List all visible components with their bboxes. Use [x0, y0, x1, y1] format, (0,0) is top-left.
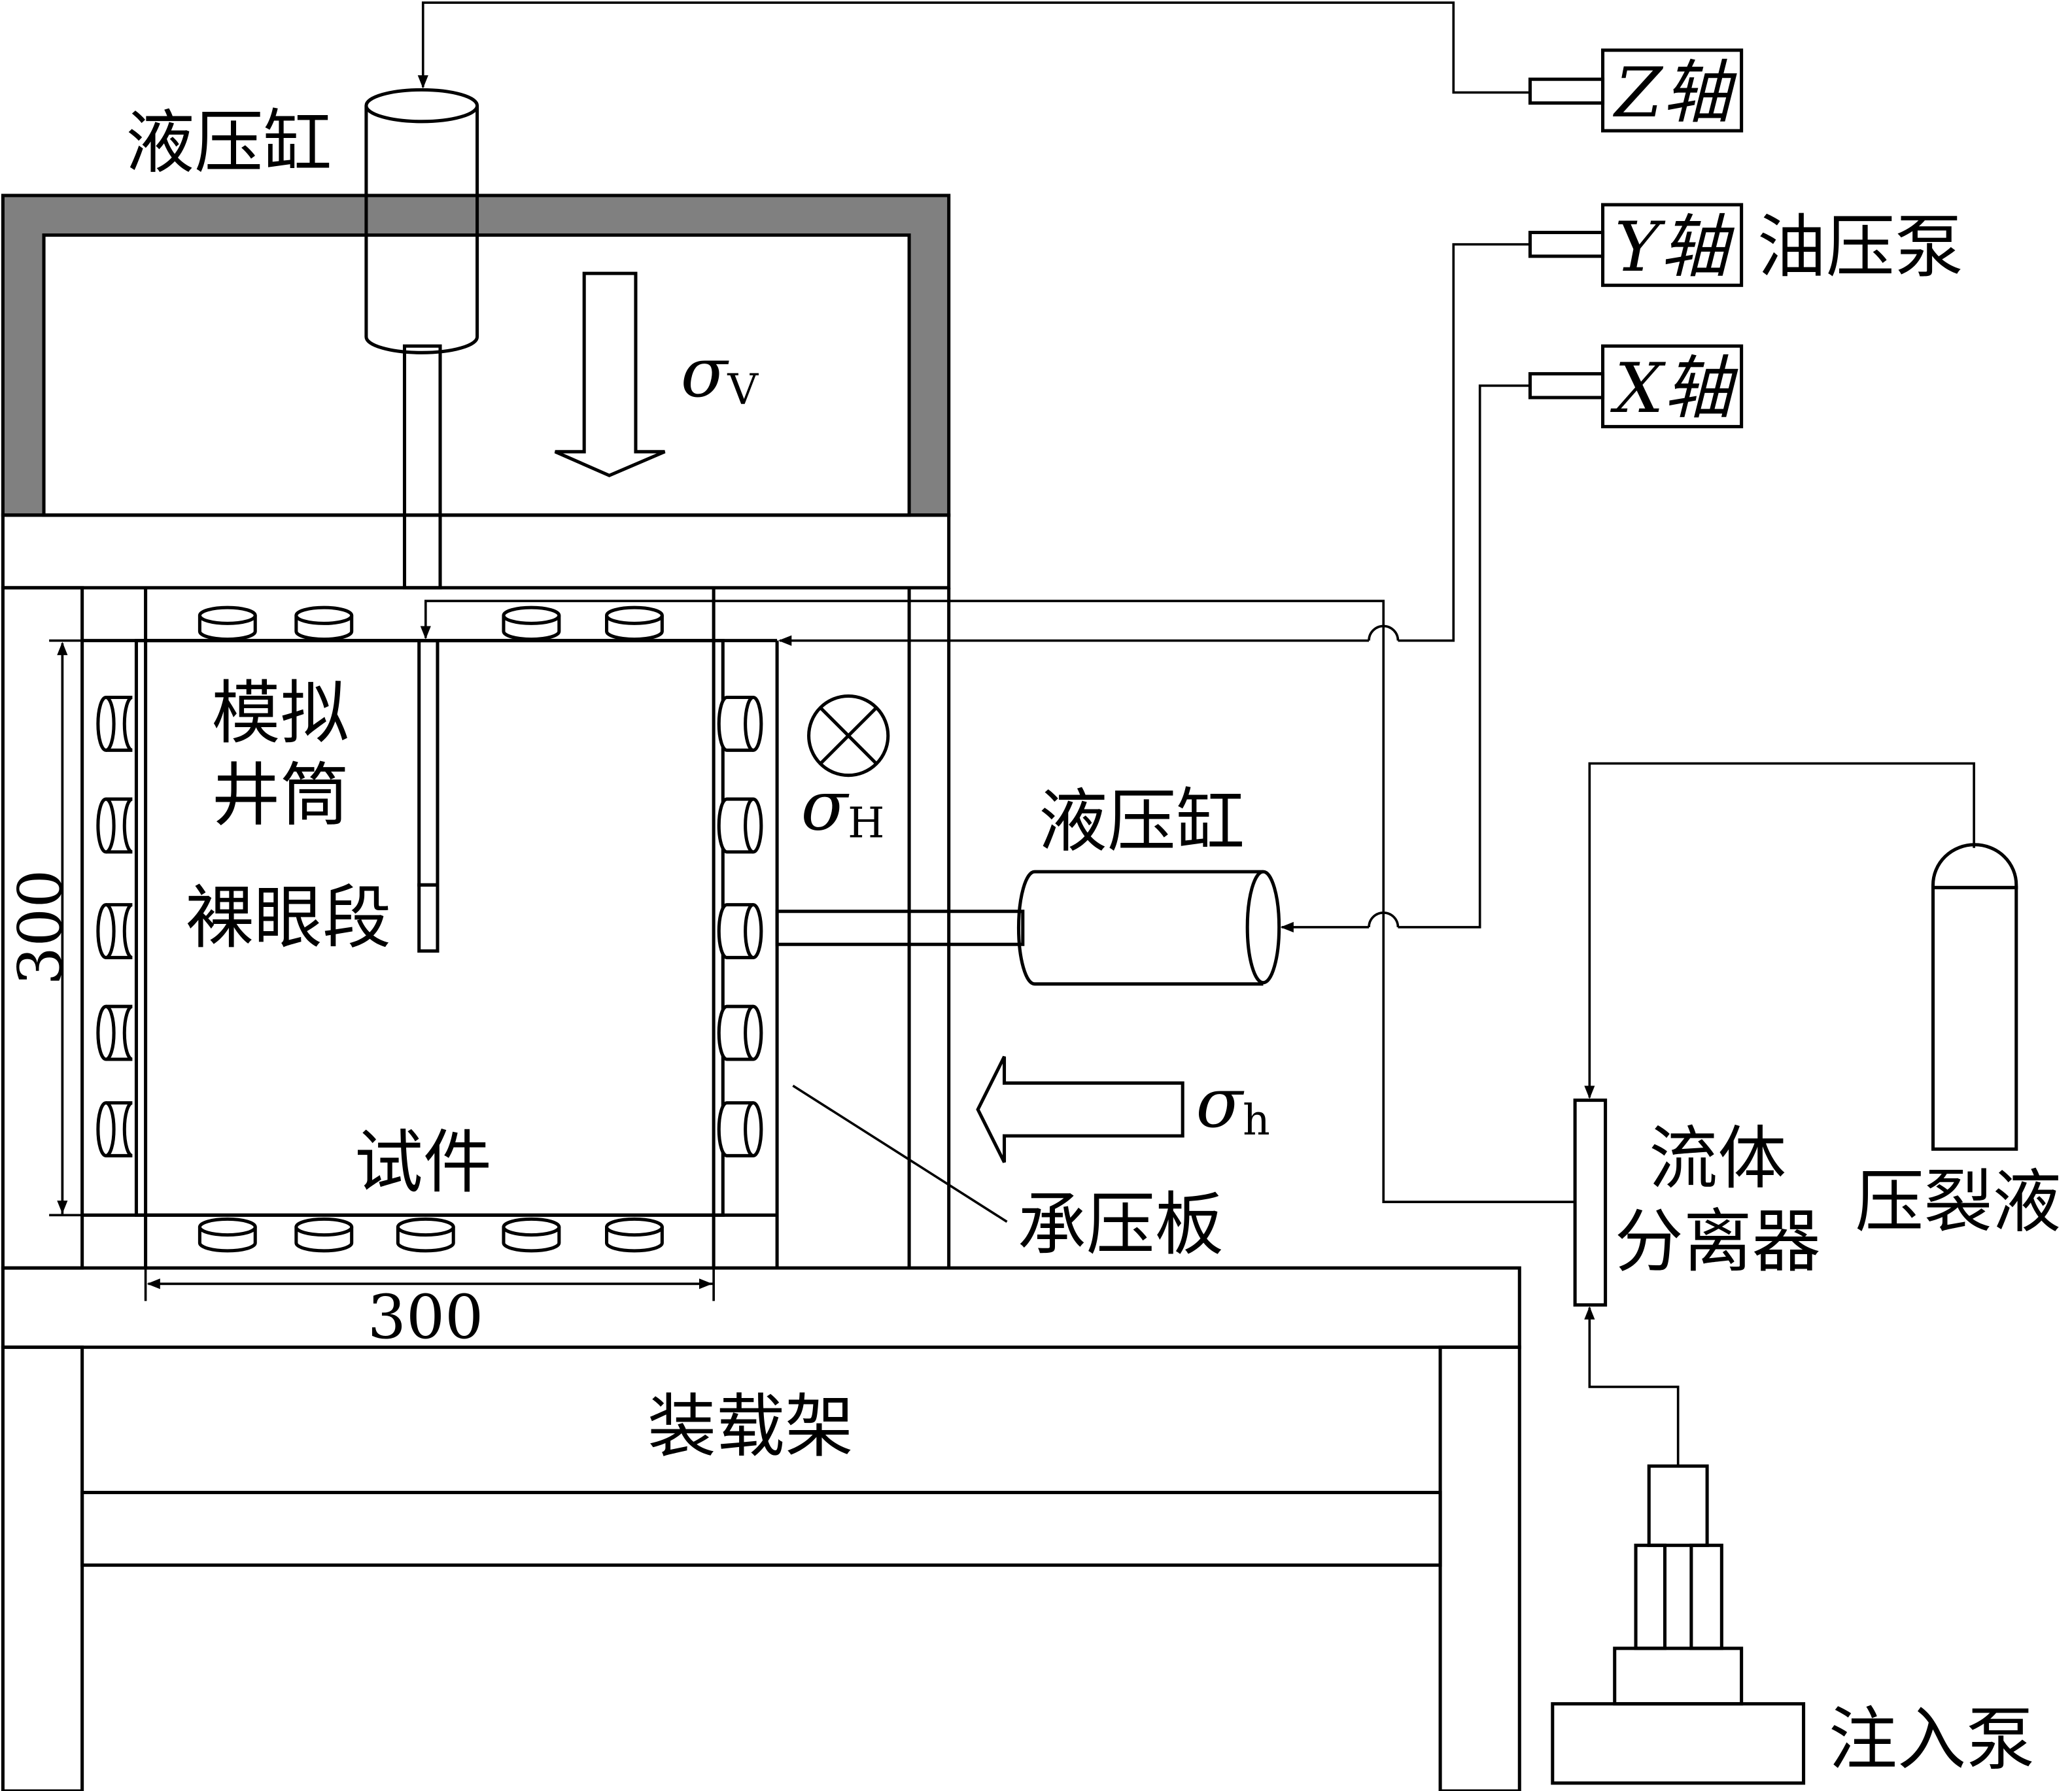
label-loading-frame: 装载架	[648, 1387, 854, 1467]
label-wellbore-1: 模拟	[212, 674, 349, 753]
injection-pump	[1551, 1464, 1806, 1785]
piston	[717, 1004, 753, 1061]
piston	[717, 695, 753, 752]
label-open-hole: 裸眼段	[185, 878, 391, 958]
label-oil-pump: 油压泵	[1757, 207, 1963, 287]
label-frac-fluid: 压裂液	[1855, 1162, 2061, 1242]
pipelines	[417, 1, 1975, 1467]
top-hydraulic-cylinder	[364, 88, 479, 590]
piston-face	[96, 1101, 116, 1157]
label-y-axis: Y轴	[1615, 207, 1735, 287]
piston-face	[744, 1004, 763, 1061]
label-z-axis: Z轴	[1613, 53, 1738, 133]
oil-pump-z	[1528, 48, 1744, 133]
piston-face	[744, 903, 763, 959]
piston-face	[294, 606, 354, 625]
fluid-separator	[1573, 1099, 1608, 1307]
piston-face	[502, 606, 561, 625]
wellbore	[417, 639, 440, 887]
label-side-cylinder: 液压缸	[1039, 782, 1245, 862]
sigma-H-into-page-icon	[807, 694, 890, 777]
piston-face	[396, 1217, 455, 1237]
piston-face	[96, 903, 116, 959]
piston-face	[605, 1217, 664, 1237]
piston-face	[198, 1217, 257, 1237]
label-injection-pump: 注入泵	[1829, 1700, 2035, 1780]
piston-face	[744, 695, 763, 752]
piston-face	[294, 1217, 354, 1237]
dim-height-value: 300	[5, 870, 75, 985]
dimension-lines	[49, 639, 715, 1301]
piston-face	[198, 606, 257, 625]
label-sigma-v: σV	[681, 333, 759, 415]
label-top-cylinder: 液压缸	[126, 103, 332, 183]
label-sigma-h: σh	[1196, 1063, 1269, 1145]
piston	[717, 903, 753, 959]
dim-width-value: 300	[368, 1282, 483, 1352]
piston-face	[605, 606, 664, 625]
label-sigma-H: σH	[801, 766, 884, 848]
sigma-v-arrow	[554, 271, 666, 477]
label-x-axis: X轴	[1610, 349, 1739, 428]
reaction-frame	[1, 194, 951, 1270]
label-wellbore-2: 井筒	[212, 755, 349, 835]
piston-face	[96, 797, 116, 854]
piston-face	[96, 1004, 116, 1061]
pistons	[96, 606, 763, 1253]
piston-face	[744, 797, 763, 854]
open-hole-section	[417, 883, 440, 953]
frac-fluid-bottle	[1931, 843, 2018, 1151]
piston-face	[96, 695, 116, 752]
piston	[717, 797, 753, 854]
side-hydraulic-cylinder	[775, 870, 1281, 986]
label-fluid-separator-2: 分离器	[1615, 1202, 1821, 1282]
label-bearing-plate: 承压板	[1018, 1185, 1224, 1265]
label-specimen: 试件	[354, 1123, 492, 1203]
sigma-h-arrow	[976, 1055, 1184, 1163]
label-fluid-separator-1: 流体	[1649, 1119, 1786, 1199]
piston-face	[502, 1217, 561, 1237]
piston-face	[744, 1101, 763, 1157]
piston	[717, 1101, 753, 1157]
loading-stand	[1, 1266, 1521, 1791]
